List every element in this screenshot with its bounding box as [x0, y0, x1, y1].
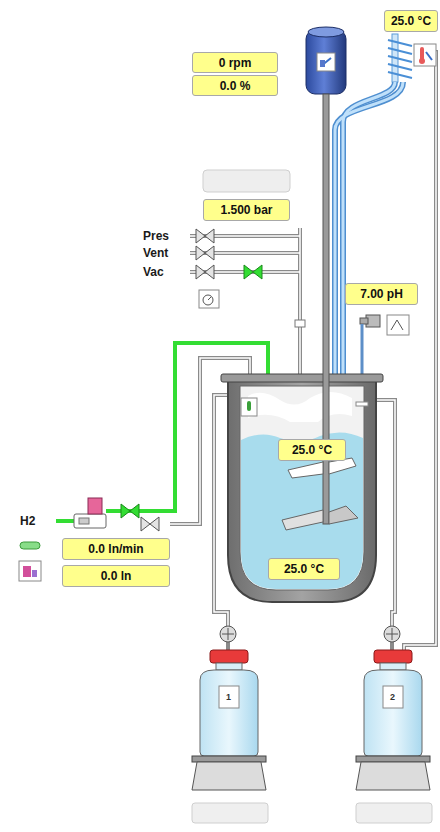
reactor-vessel: [221, 374, 383, 602]
readout-display: 0 rpm: [192, 52, 278, 73]
readout-value: 25.0 °C: [284, 562, 324, 576]
line-label: Vac: [143, 265, 164, 279]
readout-value: 25.0 °C: [391, 14, 431, 28]
readout-display: 0.0 ln: [62, 565, 170, 587]
pipe-highlights: [170, 52, 436, 652]
channel-number: 2: [390, 692, 395, 702]
balances: [192, 756, 432, 823]
readout-value: 0.0 %: [220, 79, 251, 93]
channel-number: 1: [226, 692, 231, 702]
line-label: Pres: [143, 229, 169, 243]
readout-display: 1.500 bar: [203, 199, 290, 221]
gauge-icon: [199, 290, 219, 308]
readout-display: 25.0 °C: [278, 439, 346, 461]
pumps: [220, 626, 400, 642]
readout-value: 0 rpm: [219, 56, 252, 70]
readout-display: 25.0 °C: [268, 558, 340, 580]
pipe-fitting: [295, 320, 305, 327]
line-label: Vent: [143, 246, 168, 260]
impeller: [282, 94, 358, 530]
valves: [141, 229, 214, 531]
readout-display: 0.0 ln/min: [62, 538, 170, 560]
mass-flow-controller: [74, 498, 106, 528]
h2-icon: [19, 561, 41, 581]
readout-value: 7.00 pH: [360, 287, 403, 301]
readout-display: 7.00 pH: [345, 283, 418, 305]
feed-bottles: [200, 650, 422, 756]
stirrer-motor: [306, 27, 346, 94]
readout-value: 0.0 ln/min: [88, 542, 143, 556]
readout-value: 0.0 ln: [101, 569, 132, 583]
readout-display: 25.0 °C: [384, 10, 438, 32]
grey-pipes: [170, 52, 436, 652]
status-field: [203, 170, 290, 192]
line-label: H2: [20, 514, 35, 528]
h2-status-pill: [20, 542, 40, 549]
readout-value: 25.0 °C: [292, 443, 332, 457]
condenser: [388, 34, 436, 82]
readout-display: 0.0 %: [192, 75, 278, 96]
readout-value: 1.500 bar: [220, 203, 272, 217]
